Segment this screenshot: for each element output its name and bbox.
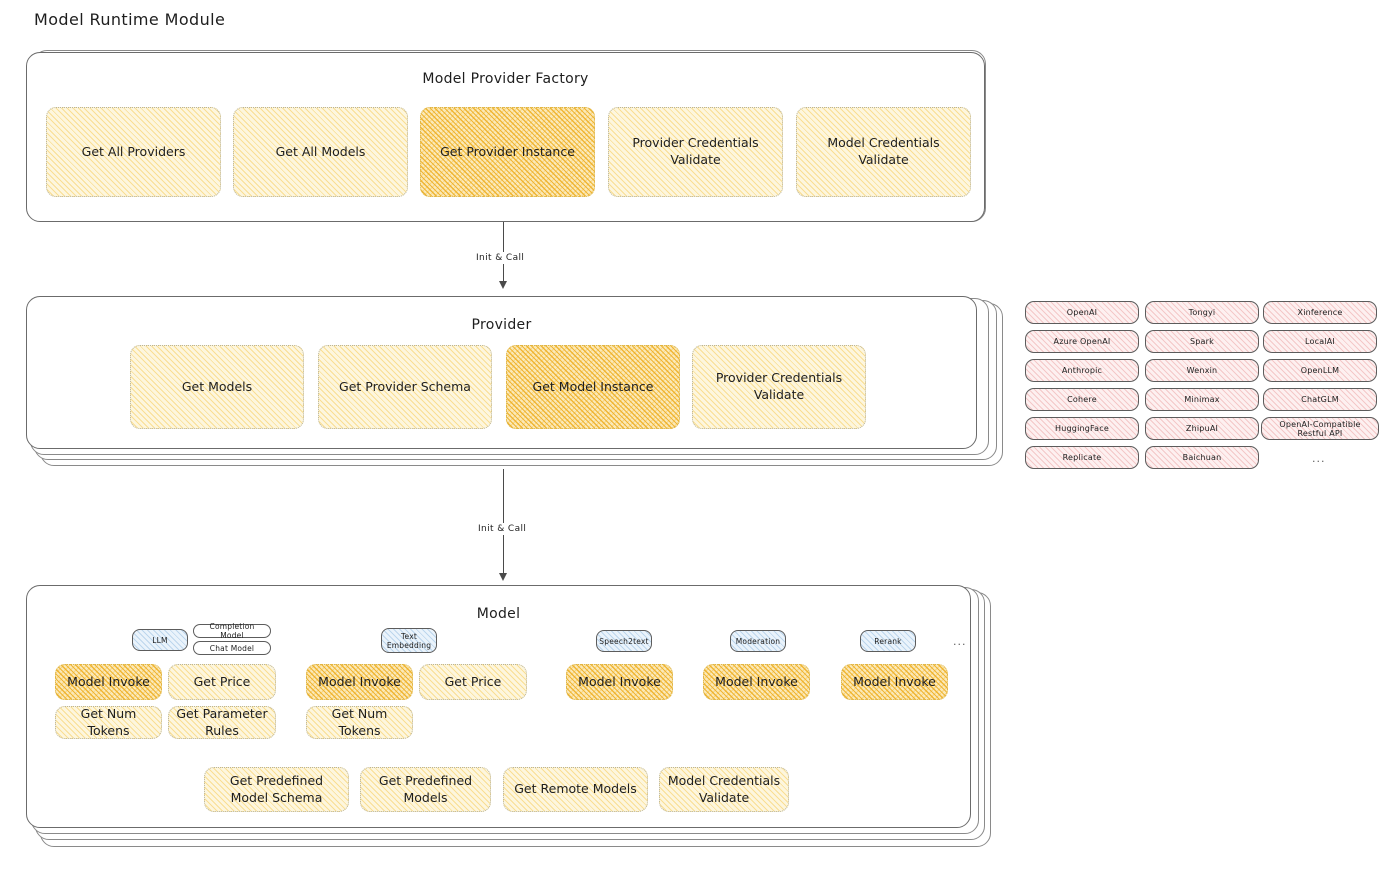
model-text-embedding-node-get-num-tokens[interactable]: Get Num Tokens bbox=[306, 706, 413, 739]
provider-chip-openai[interactable]: OpenAI bbox=[1025, 301, 1139, 324]
model-type-tag-speech2text[interactable]: Speech2text bbox=[596, 630, 652, 652]
provider-chip-openllm[interactable]: OpenLLM bbox=[1263, 359, 1377, 382]
model-provider-factory-container: Model Provider Factory Get All Providers… bbox=[26, 52, 985, 222]
provider-node-get-provider-schema[interactable]: Get Provider Schema bbox=[318, 345, 492, 429]
model-subtag-chat-model[interactable]: Chat Model bbox=[193, 641, 271, 655]
arrow-factory-to-provider-label: Init & Call bbox=[472, 252, 529, 264]
provider-chip-tongyi[interactable]: Tongyi bbox=[1145, 301, 1259, 324]
model-type-tag-moderation[interactable]: Moderation bbox=[730, 630, 786, 652]
factory-node-model-credentials-validate[interactable]: Model Credentials Validate bbox=[796, 107, 971, 197]
model-speech2text-node-model-invoke[interactable]: Model Invoke bbox=[566, 664, 673, 700]
model-llm-node-model-invoke[interactable]: Model Invoke bbox=[55, 664, 162, 700]
provider-chip-xinference[interactable]: Xinference bbox=[1263, 301, 1377, 324]
model-llm-node-get-parameter-rules[interactable]: Get Parameter Rules bbox=[168, 706, 276, 739]
model-llm-node-get-num-tokens[interactable]: Get Num Tokens bbox=[55, 706, 162, 739]
model-shared-node-get-predefined-model-schema[interactable]: Get Predefined Model Schema bbox=[204, 767, 349, 812]
factory-node-get-all-providers[interactable]: Get All Providers bbox=[46, 107, 221, 197]
provider-container: Provider Get Models Get Provider Schema … bbox=[26, 296, 977, 449]
model-type-tag-text-embedding[interactable]: Text Embedding bbox=[381, 628, 437, 653]
model-type-tag-llm[interactable]: LLM bbox=[132, 629, 188, 651]
provider-chip-huggingface[interactable]: HuggingFace bbox=[1025, 417, 1139, 440]
model-shared-node-get-predefined-models[interactable]: Get Predefined Models bbox=[360, 767, 491, 812]
model-llm-node-get-price[interactable]: Get Price bbox=[168, 664, 276, 700]
provider-chip-spark[interactable]: Spark bbox=[1145, 330, 1259, 353]
arrow-provider-to-model-label: Init & Call bbox=[474, 523, 531, 535]
provider-node-get-models[interactable]: Get Models bbox=[130, 345, 304, 429]
model-shared-node-model-credentials-validate[interactable]: Model Credentials Validate bbox=[659, 767, 789, 812]
model-provider-factory-title: Model Provider Factory bbox=[422, 71, 589, 87]
provider-chip-zhipuai[interactable]: ZhipuAI bbox=[1145, 417, 1259, 440]
model-moderation-node-model-invoke[interactable]: Model Invoke bbox=[703, 664, 810, 700]
provider-chip-wenxin[interactable]: Wenxin bbox=[1145, 359, 1259, 382]
provider-chip-baichuan[interactable]: Baichuan bbox=[1145, 446, 1259, 469]
provider-title: Provider bbox=[471, 317, 532, 333]
model-types-more-ellipsis: ... bbox=[953, 635, 967, 648]
arrow-provider-to-model-head bbox=[499, 573, 507, 581]
arrow-provider-to-model-line bbox=[503, 469, 505, 576]
provider-chip-localai[interactable]: LocalAI bbox=[1263, 330, 1377, 353]
model-text-embedding-node-model-invoke[interactable]: Model Invoke bbox=[306, 664, 413, 700]
provider-chip-openai-compatible-restful-api[interactable]: OpenAI-Compatible Restful API bbox=[1261, 417, 1379, 440]
page-title: Model Runtime Module bbox=[34, 10, 226, 29]
provider-chip-cohere[interactable]: Cohere bbox=[1025, 388, 1139, 411]
provider-chip-azure-openai[interactable]: Azure OpenAI bbox=[1025, 330, 1139, 353]
arrow-factory-to-provider-head bbox=[499, 281, 507, 289]
model-title: Model bbox=[476, 606, 521, 622]
provider-chip-replicate[interactable]: Replicate bbox=[1025, 446, 1139, 469]
provider-node-get-model-instance[interactable]: Get Model Instance bbox=[506, 345, 680, 429]
factory-node-get-all-models[interactable]: Get All Models bbox=[233, 107, 408, 197]
model-container: Model LLM Completion Model Chat Model Mo… bbox=[26, 585, 971, 828]
model-text-embedding-node-get-price[interactable]: Get Price bbox=[419, 664, 527, 700]
factory-node-get-provider-instance[interactable]: Get Provider Instance bbox=[420, 107, 595, 197]
provider-list-more-ellipsis: ... bbox=[1312, 452, 1326, 465]
model-subtag-completion-model[interactable]: Completion Model bbox=[193, 622, 271, 640]
provider-chip-chatglm[interactable]: ChatGLM bbox=[1263, 388, 1377, 411]
provider-chip-minimax[interactable]: Minimax bbox=[1145, 388, 1259, 411]
factory-node-provider-credentials-validate[interactable]: Provider Credentials Validate bbox=[608, 107, 783, 197]
provider-node-provider-credentials-validate[interactable]: Provider Credentials Validate bbox=[692, 345, 866, 429]
provider-chip-anthropic[interactable]: Anthropic bbox=[1025, 359, 1139, 382]
model-type-tag-rerank[interactable]: Rerank bbox=[860, 630, 916, 652]
model-shared-node-get-remote-models[interactable]: Get Remote Models bbox=[503, 767, 648, 812]
model-rerank-node-model-invoke[interactable]: Model Invoke bbox=[841, 664, 948, 700]
